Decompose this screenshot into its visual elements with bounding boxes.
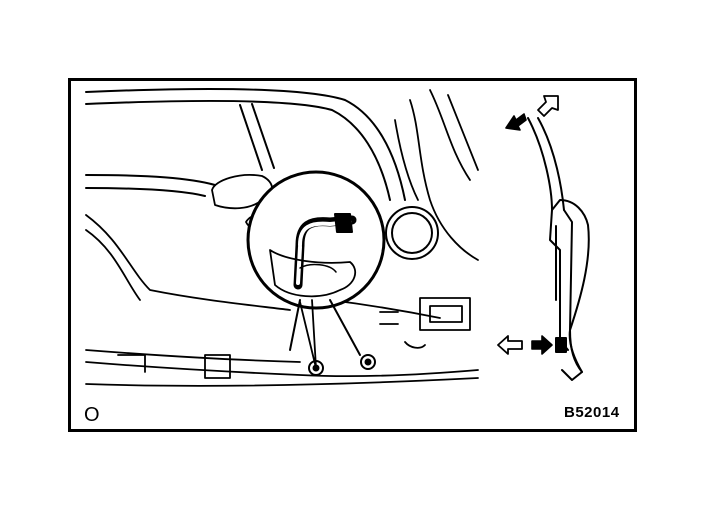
arrow-left-icon: [497, 335, 523, 355]
screws: [308, 354, 376, 376]
detail-magnifier: [246, 170, 386, 369]
trim-strip: [527, 117, 590, 381]
corner-mark: O: [84, 404, 100, 426]
door-pillar: [394, 89, 479, 261]
arrow-right-icon: [531, 335, 553, 355]
diagram-frame: [68, 78, 637, 432]
arrow-up-right-icon: [537, 95, 559, 117]
screw-left: [308, 360, 324, 376]
arrows: [497, 95, 559, 355]
figure-code: B52014: [564, 404, 620, 421]
arrow-down-left-icon: [505, 113, 527, 131]
speaker-hole: [385, 206, 439, 260]
window-frame: [85, 88, 406, 201]
screw-right: [360, 354, 376, 370]
